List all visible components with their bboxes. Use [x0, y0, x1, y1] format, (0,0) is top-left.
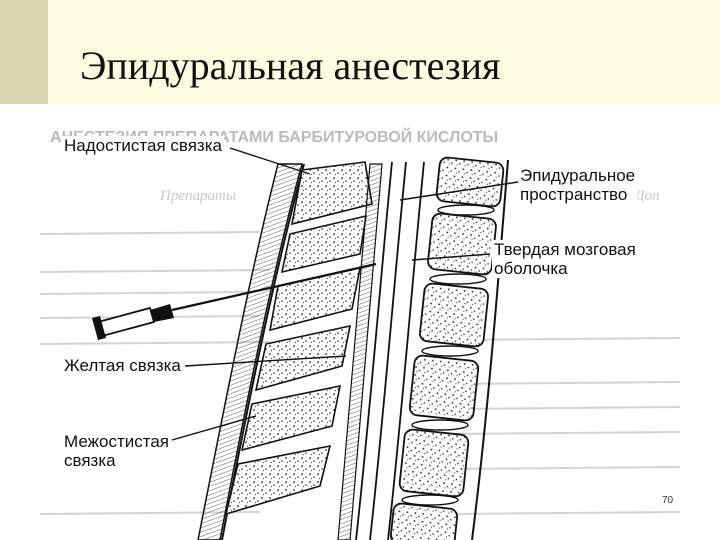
spine-illustration: АНЕСТЕЗИЯ ПРЕПАРАТАМИ БАРБИТУРОВОЙ КИСЛО…: [39, 127, 681, 540]
label-epidural-space: Эпидуральное пространство: [518, 166, 638, 204]
slide-title: Эпидуральная анестезия: [80, 43, 501, 88]
title-band: [48, 0, 720, 104]
slide-accent-bar: [0, 0, 48, 104]
label-yellow-ligament: Желтая связка: [62, 356, 183, 375]
syringe-icon: [92, 262, 377, 340]
page-number: 70: [662, 495, 674, 506]
label-supraspinous-ligament: Надостистая связка: [62, 136, 224, 155]
label-dura-mater: Твердая мозговая оболочка: [492, 240, 638, 278]
svg-text:Препараты: Препараты: [159, 188, 236, 204]
label-interspinous-ligament: Межостистая связка: [62, 432, 171, 470]
svg-text:Доп: Доп: [633, 188, 660, 204]
